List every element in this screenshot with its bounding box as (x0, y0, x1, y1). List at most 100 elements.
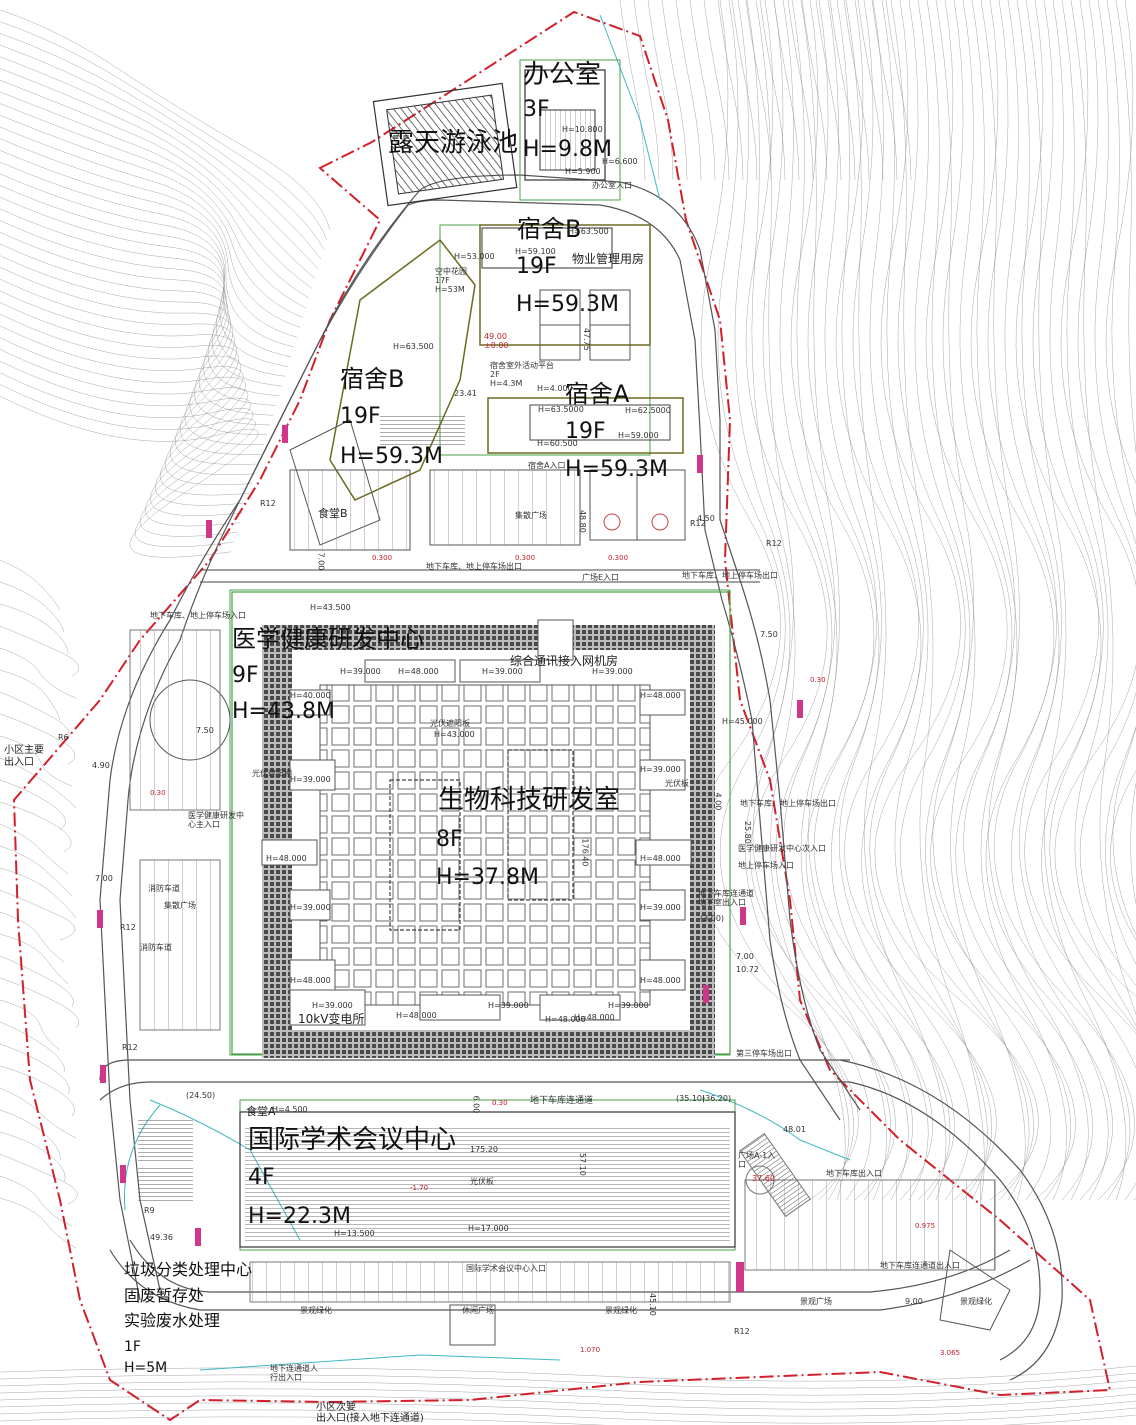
dim-label: 7.00 (736, 952, 754, 961)
elev-label: H=48.000 (640, 976, 681, 985)
property-label: 物业管理用房 (572, 252, 645, 266)
dim-label: 49.36 (150, 1233, 173, 1242)
contour-line (759, 0, 786, 181)
contour-line (1054, 0, 1136, 997)
garage-entry-r-label: 地下车库出入口 (826, 1169, 882, 1178)
sky-garden-label: 空中花园 17F H=53M (435, 267, 467, 294)
elev-label: H=48.000 (396, 1011, 437, 1020)
conference-floors: 4F (248, 1165, 275, 1190)
dim-label: 4.50 (697, 514, 715, 523)
contour-line (661, 0, 688, 181)
contour-line (871, 0, 898, 181)
contour-line (0, 581, 65, 633)
contour-line (0, 126, 301, 328)
contour-line (800, 0, 909, 1201)
contour-line (0, 208, 280, 396)
activity-label: 宿舍室外活动平台 2F H=4.3M (490, 361, 554, 388)
dim-label: 9.00 (905, 1297, 923, 1306)
contour-line (857, 0, 884, 181)
dorm-a-block (487, 397, 684, 454)
elev-label: H=40.000 (290, 691, 331, 700)
svg-text:0.30: 0.30 (810, 676, 826, 684)
contour-line (0, 150, 295, 348)
medical-floors: 9F (232, 663, 259, 688)
contour-line (0, 56, 319, 270)
elev-label: H=63.5000 (538, 405, 584, 414)
waste-floors: 1F (124, 1339, 141, 1355)
elev-label: H=10.800 (562, 125, 603, 134)
contour-line (745, 0, 896, 1201)
dim-label: R12 (766, 539, 782, 548)
contour-line (0, 91, 310, 299)
contour-line (0, 1379, 1136, 1396)
contour-line (0, 1043, 70, 1095)
biotech-height: H=37.8M (436, 865, 539, 890)
contour-line (0, 79, 313, 289)
contour-line (0, 647, 77, 699)
fire-lane-label: 消防车道 (140, 943, 172, 952)
contour-line (885, 0, 912, 181)
dorm-b-left-name: 宿舍B (340, 365, 405, 393)
elev-label: H=45.000 (722, 717, 763, 726)
contour-line (801, 0, 828, 181)
dim-label: 176.40 (580, 838, 590, 867)
office-floors: 3F (523, 97, 550, 122)
contour-line (633, 0, 660, 181)
contour-line (0, 1400, 1136, 1417)
contour-line (926, 0, 1026, 1201)
waste-line2: 固废暂存处 (124, 1286, 205, 1305)
dim-label: 6.00 (471, 1095, 481, 1114)
contour-line (874, 0, 1039, 1201)
contour-line (0, 823, 69, 875)
contour-line (1049, 0, 1136, 1031)
main-entrance-label-2: 出入口 (4, 757, 34, 768)
contour-line (734, 0, 850, 1201)
contour-line (0, 1087, 77, 1139)
svg-text:0.300: 0.300 (608, 554, 628, 562)
elev-label: H=48.000 (640, 854, 681, 863)
secondary-entrance-label-1: 小区次要 (316, 1402, 356, 1413)
dorm-a-floors: 19F (565, 419, 606, 444)
elev-label: H=43.500 (310, 603, 351, 612)
red-spot-labels: 0.300 0.300 0.300 0.30 0.30 0.30 0.975 3… (150, 554, 960, 1357)
contour-line (0, 1109, 61, 1161)
dim-label: 23.41 (454, 389, 477, 398)
canteen-a-label: 食堂A (246, 1105, 276, 1118)
contour-line (0, 1407, 1136, 1424)
medical-height: H=43.8M (232, 699, 335, 724)
elev-label: H=63.500 (568, 227, 609, 236)
secondary-entrance-label-2: 出入口(接入地下连通道) (316, 1413, 424, 1424)
contour-line (0, 302, 256, 475)
dorm-b-left-floors: 19F (340, 404, 381, 429)
contour-line (689, 0, 716, 181)
dim-label: 10.72 (736, 965, 759, 974)
elev-label: H=59.000 (618, 431, 659, 440)
contour-line (980, 0, 1089, 1201)
contour-line (1106, 0, 1136, 906)
elev-label: H=39.000 (640, 765, 681, 774)
contour-line (0, 1131, 66, 1183)
medical-name: 医学健康研发中心 (232, 625, 424, 653)
underground-walk-label: 地下连通道人行出入口 (270, 1364, 318, 1382)
contour-line (0, 267, 265, 445)
contour-line (0, 313, 253, 486)
contour-line (987, 0, 1109, 1201)
dim-label: 4.90 (92, 761, 110, 770)
contour-line (0, 1372, 1136, 1389)
garage-ramp-top-label: 地下车库、地上停车场出口 (426, 562, 522, 571)
contour-line (0, 801, 72, 853)
contour-line (0, 384, 256, 547)
contour-line (897, 0, 1034, 1201)
public-square-label: 休闲广场 (462, 1306, 494, 1315)
plaza-a-label: 广场A-1入口 (738, 1151, 776, 1169)
contour-line (0, 138, 298, 338)
contour-line (787, 0, 814, 181)
svg-text:3.065: 3.065 (940, 1349, 960, 1357)
contour-line (0, 1021, 65, 1073)
dim-label: R9 (144, 1206, 155, 1215)
canteen-b-label: 食堂B (318, 507, 348, 520)
contour-line (1105, 0, 1136, 941)
garage-ramp-right2-label: 地下车库、地上停车场出口 (740, 799, 836, 808)
dorm-a-entrance-label: 宿舍A入口 (528, 461, 566, 470)
solar-label: 光伏板 (470, 1177, 494, 1186)
